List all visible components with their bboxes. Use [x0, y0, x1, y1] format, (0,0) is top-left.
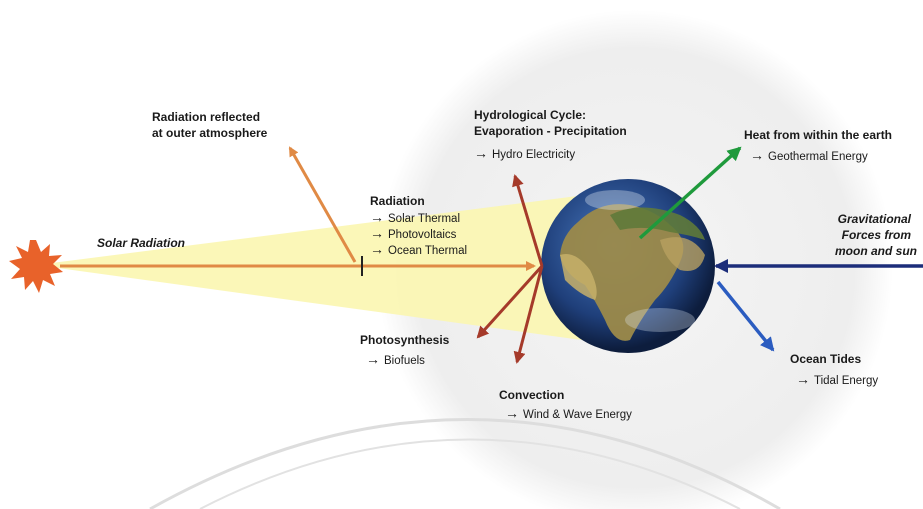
reflected-radiation-arrow: [288, 146, 357, 263]
reflected-label-line2: at outer atmosphere: [152, 126, 268, 140]
radiation-item-label: Ocean Thermal: [388, 245, 468, 257]
ocean-tides-title: Ocean Tides: [790, 352, 862, 366]
hydro-item: → Hydro Electricity: [474, 146, 575, 163]
convection-item: → Wind & Wave Energy: [505, 406, 632, 423]
arrow-icon: →: [750, 147, 764, 163]
arrow-icon: →: [370, 241, 384, 257]
photosynthesis-arrow: [476, 264, 544, 339]
sun-icon: [9, 240, 63, 293]
arrow-icon: →: [474, 145, 488, 161]
convection-arrow: [513, 265, 544, 364]
solar-beam: [36, 188, 640, 348]
earth-globe: [541, 179, 715, 353]
heat-title: Heat from within the earth: [744, 128, 893, 142]
hydro-title-line1: Hydrological Cycle:: [474, 108, 587, 122]
arrow-icon: →: [366, 351, 380, 367]
hydro-item-label: Hydro Electricity: [492, 149, 576, 161]
ocean-tides-arrow: [716, 280, 775, 352]
photosynthesis-item-label: Biofuels: [384, 355, 425, 367]
photosynthesis-item: → Biofuels: [366, 352, 425, 369]
gravitational-line1: Gravitational: [837, 212, 911, 226]
radiation-item-label: Solar Thermal: [388, 213, 461, 225]
ocean-tides-item-label: Tidal Energy: [814, 375, 879, 387]
radiation-item-solar-thermal: → Solar Thermal: [370, 210, 460, 227]
convection-title: Convection: [499, 388, 565, 402]
solar-radiation-label: Solar Radiation: [97, 236, 186, 250]
hydro-title-line2: Evaporation - Precipitation: [474, 124, 627, 138]
radiation-title: Radiation: [370, 194, 425, 208]
arrow-icon: →: [796, 371, 810, 387]
convection-item-label: Wind & Wave Energy: [523, 409, 632, 421]
hydrological-arrow: [512, 174, 544, 267]
arrow-icon: →: [370, 209, 384, 225]
heat-item: → Geothermal Energy: [750, 148, 868, 165]
decorative-arc: [149, 418, 781, 509]
gravitational-line3: moon and sun: [835, 244, 917, 258]
reflected-label-line1: Radiation reflected: [152, 110, 261, 124]
arrow-icon: →: [505, 405, 519, 421]
radiation-item-photovoltaics: → Photovoltaics: [370, 226, 456, 243]
ocean-tides-item: → Tidal Energy: [796, 372, 878, 389]
arrow-icon: →: [370, 225, 384, 241]
gravitational-line2: Forces from: [841, 228, 911, 242]
geothermal-arrow: [638, 146, 742, 240]
photosynthesis-title: Photosynthesis: [360, 333, 450, 347]
heat-item-label: Geothermal Energy: [768, 151, 868, 163]
radiation-item-label: Photovoltaics: [388, 229, 457, 241]
decorative-arc-inner: [199, 438, 741, 509]
radiation-item-ocean-thermal: → Ocean Thermal: [370, 242, 467, 259]
